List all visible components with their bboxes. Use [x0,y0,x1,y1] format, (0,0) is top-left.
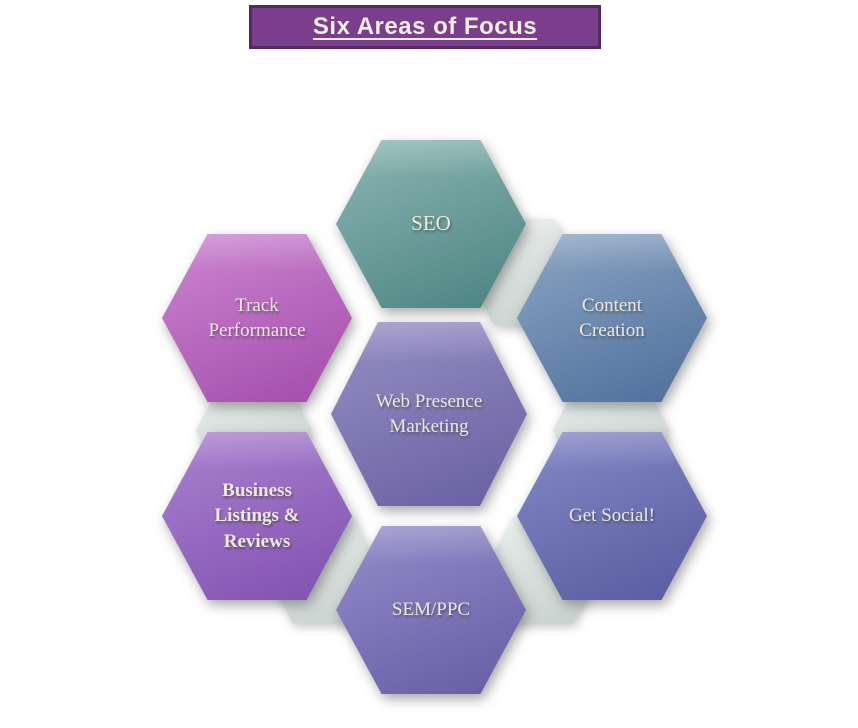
hexagon-business-listings-reviews-shape: Business Listings & Reviews [162,432,352,600]
hexagon-get-social-shape: Get Social! [517,432,707,600]
hexagon-label: Business Listings & Reviews [214,480,300,552]
hexagon-get-social: Get Social! [517,432,707,600]
hexagon-sem-ppc-shape: SEM/PPC [336,526,526,694]
hexagon-sem-ppc: SEM/PPC [336,526,526,694]
title-text: Six Areas of Focus [312,13,538,40]
hexagon-web-presence-marketing-shape: Web Presence Marketing [331,322,527,506]
hexagon-track-performance-shape: Track Performance [162,234,352,402]
hexagon-seo: SEO [336,140,526,308]
hexagon-label: Get Social! [568,505,655,527]
hexagon-label: Content Creation [579,294,645,341]
hexagon-label: Web Presence Marketing [375,390,483,437]
hexagon-content-creation-shape: Content Creation [517,234,707,402]
hexagon-web-presence-marketing: Web Presence Marketing [331,322,527,506]
hexagon-label: Track Performance [208,294,306,341]
hexagon-business-listings-reviews: Business Listings & Reviews [162,432,352,600]
hexagon-track-performance: Track Performance [162,234,352,402]
hexagon-content-creation: Content Creation [517,234,707,402]
title-banner: Six Areas of Focus [249,5,601,49]
hexagon-label: SEO [411,211,451,236]
hexagon-seo-shape: SEO [336,140,526,308]
hexagon-label: SEM/PPC [391,599,471,621]
